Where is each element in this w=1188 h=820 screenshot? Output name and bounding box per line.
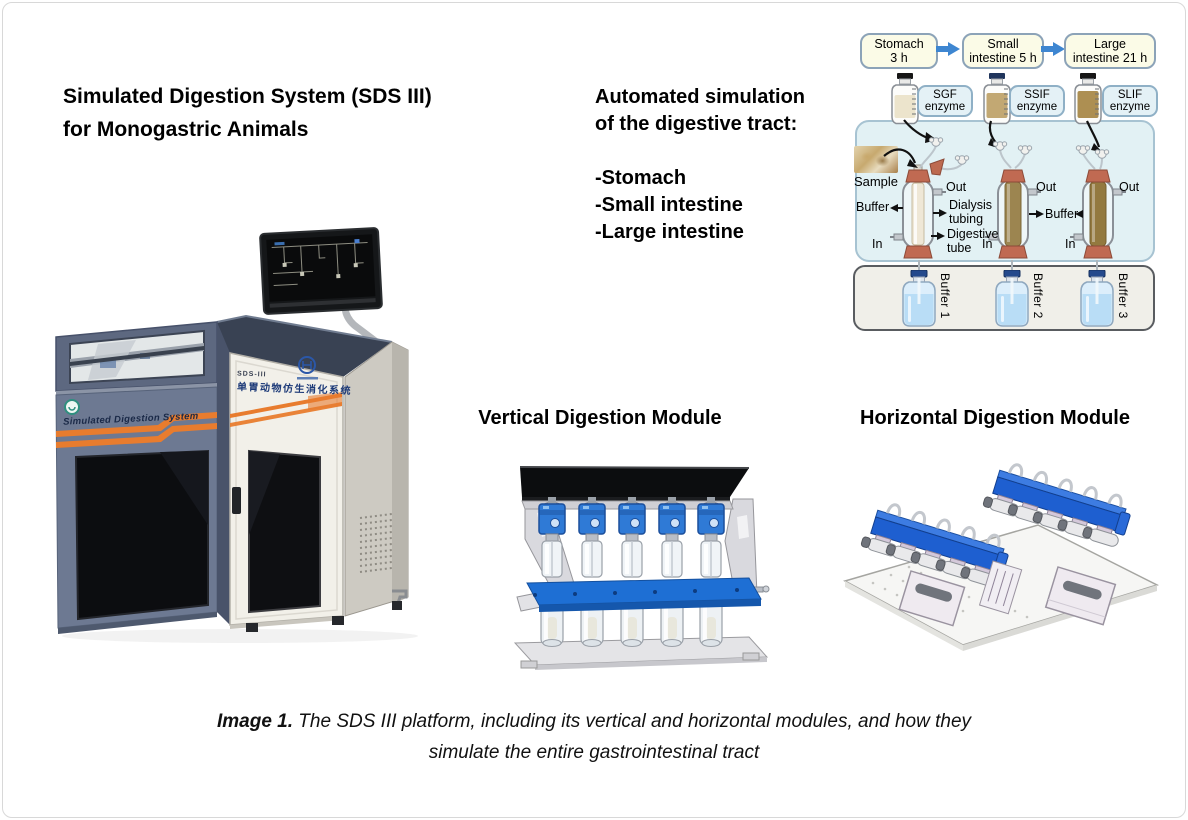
in-label: In [872, 237, 883, 251]
intro-heading-line-2: of the digestive tract: [595, 113, 798, 135]
digestive-tube-label-line: Digestive [947, 227, 999, 241]
door-logo [298, 356, 316, 374]
enzyme-tag-label: SSIF [1024, 88, 1050, 101]
buffer-bottle-name: Buffer 3 [1116, 273, 1130, 319]
flow-arrow-icon [1041, 42, 1065, 59]
slif-enzyme-tag: SLIF enzyme [1102, 85, 1158, 117]
large-intestine-vessel-illustration [1070, 162, 1126, 265]
flow-arrow-icon [936, 42, 960, 59]
dialysis-tubing-label-line: Dialysis [949, 198, 993, 212]
flow-step-label: Large [1094, 37, 1126, 51]
enzyme-tag-label: enzyme [1016, 101, 1058, 113]
flow-step-label: intestine 5 h [969, 51, 1037, 65]
enzyme-tag-label: SLIF [1117, 88, 1143, 101]
vertical-module-heading: Vertical Digestion Module [478, 407, 722, 429]
flow-step-stomach: Stomach 3 h [860, 33, 938, 69]
intro-item-stomach: -Stomach [595, 167, 687, 189]
dialysis-tubing-label: Dialysis tubing [949, 198, 993, 226]
vent-grille [359, 513, 393, 573]
sample-label: Sample [853, 174, 899, 189]
out-label: Out [1119, 180, 1140, 194]
intro-item-large-intestine: -Large intestine [595, 221, 744, 243]
figure-caption: Image 1. The SDS III platform, including… [0, 706, 1188, 768]
ssif-enzyme-bottle-illustration [981, 73, 1013, 128]
small-intestine-vessel-illustration [985, 162, 1041, 265]
caption-line-1: Image 1. The SDS III platform, including… [0, 706, 1188, 737]
sgf-enzyme-bottle-illustration [889, 73, 921, 128]
flow-step-label: Stomach [874, 37, 924, 51]
flow-step-small-intestine: Small intestine 5 h [962, 33, 1044, 69]
title-line-2: for Monogastric Animals [63, 118, 309, 141]
caption-line-2: simulate the entire gastrointestinal tra… [428, 742, 760, 763]
enzyme-tag-label: enzyme [924, 101, 966, 113]
buffer-2-bottle-illustration [995, 269, 1029, 331]
caption-label: Image 1. [216, 711, 294, 732]
flow-step-label: 3 h [890, 51, 908, 65]
flow-step-large-intestine: Large intestine 21 h [1064, 33, 1156, 69]
intro-list: -Stomach -Small intestine -Large intesti… [595, 165, 744, 246]
door-handle [232, 487, 241, 514]
title-line-1: Simulated Digestion System (SDS III) [63, 85, 432, 108]
intro-item-small-intestine: -Small intestine [595, 194, 743, 216]
in-label: In [1065, 237, 1076, 251]
ssif-enzyme-tag: SSIF enzyme [1009, 85, 1065, 117]
buffer-bottle-name: Buffer 2 [1031, 273, 1045, 319]
intro-heading-line-1: Automated simulation [595, 86, 806, 108]
stomach-vessel-illustration [890, 162, 946, 265]
dialysis-tubing-label-line: tubing [949, 211, 984, 226]
sgf-enzyme-tag: SGF enzyme [917, 85, 973, 117]
in-label: In [982, 237, 993, 251]
out-label: Out [1036, 180, 1057, 194]
buffer-bottle-name: Buffer 1 [938, 273, 952, 319]
sds-machine-photo: Simulated Digestion System SDS-III 单胃动物仿… [40, 225, 435, 645]
buffer-1-bottle-illustration [902, 269, 936, 331]
digestive-tube-label-line: tube [947, 240, 972, 255]
slif-enzyme-bottle-illustration [1072, 73, 1104, 128]
brand-logo [64, 399, 80, 415]
machine-illustration [55, 227, 418, 643]
vertical-module-illustration [497, 447, 782, 677]
page-title: Simulated Digestion System (SDS III) for… [63, 80, 432, 146]
flow-step-label: intestine 21 h [1072, 51, 1148, 65]
horizontal-module-illustration [833, 455, 1163, 665]
horizontal-module-heading: Horizontal Digestion Module [860, 407, 1130, 429]
touchscreen-monitor [259, 227, 383, 315]
digestive-tract-diagram: Stomach 3 h Small intestine 5 h Large in… [840, 18, 1170, 340]
drain-valve [392, 589, 408, 604]
buffer-label: Buffer [856, 200, 890, 214]
enzyme-tag-label: SGF [933, 88, 957, 101]
digestive-tube-label: Digestive tube [947, 227, 999, 255]
buffer-label: Buffer [1045, 207, 1079, 221]
door-window [248, 449, 321, 614]
buffer-3-bottle-illustration [1080, 269, 1114, 331]
flow-step-label: Small [987, 37, 1019, 51]
intro-heading: Automated simulation of the digestive tr… [595, 84, 805, 138]
caption-text: The SDS III platform, including its vert… [293, 711, 972, 732]
enzyme-tag-label: enzyme [1109, 101, 1151, 113]
out-label: Out [946, 180, 967, 194]
